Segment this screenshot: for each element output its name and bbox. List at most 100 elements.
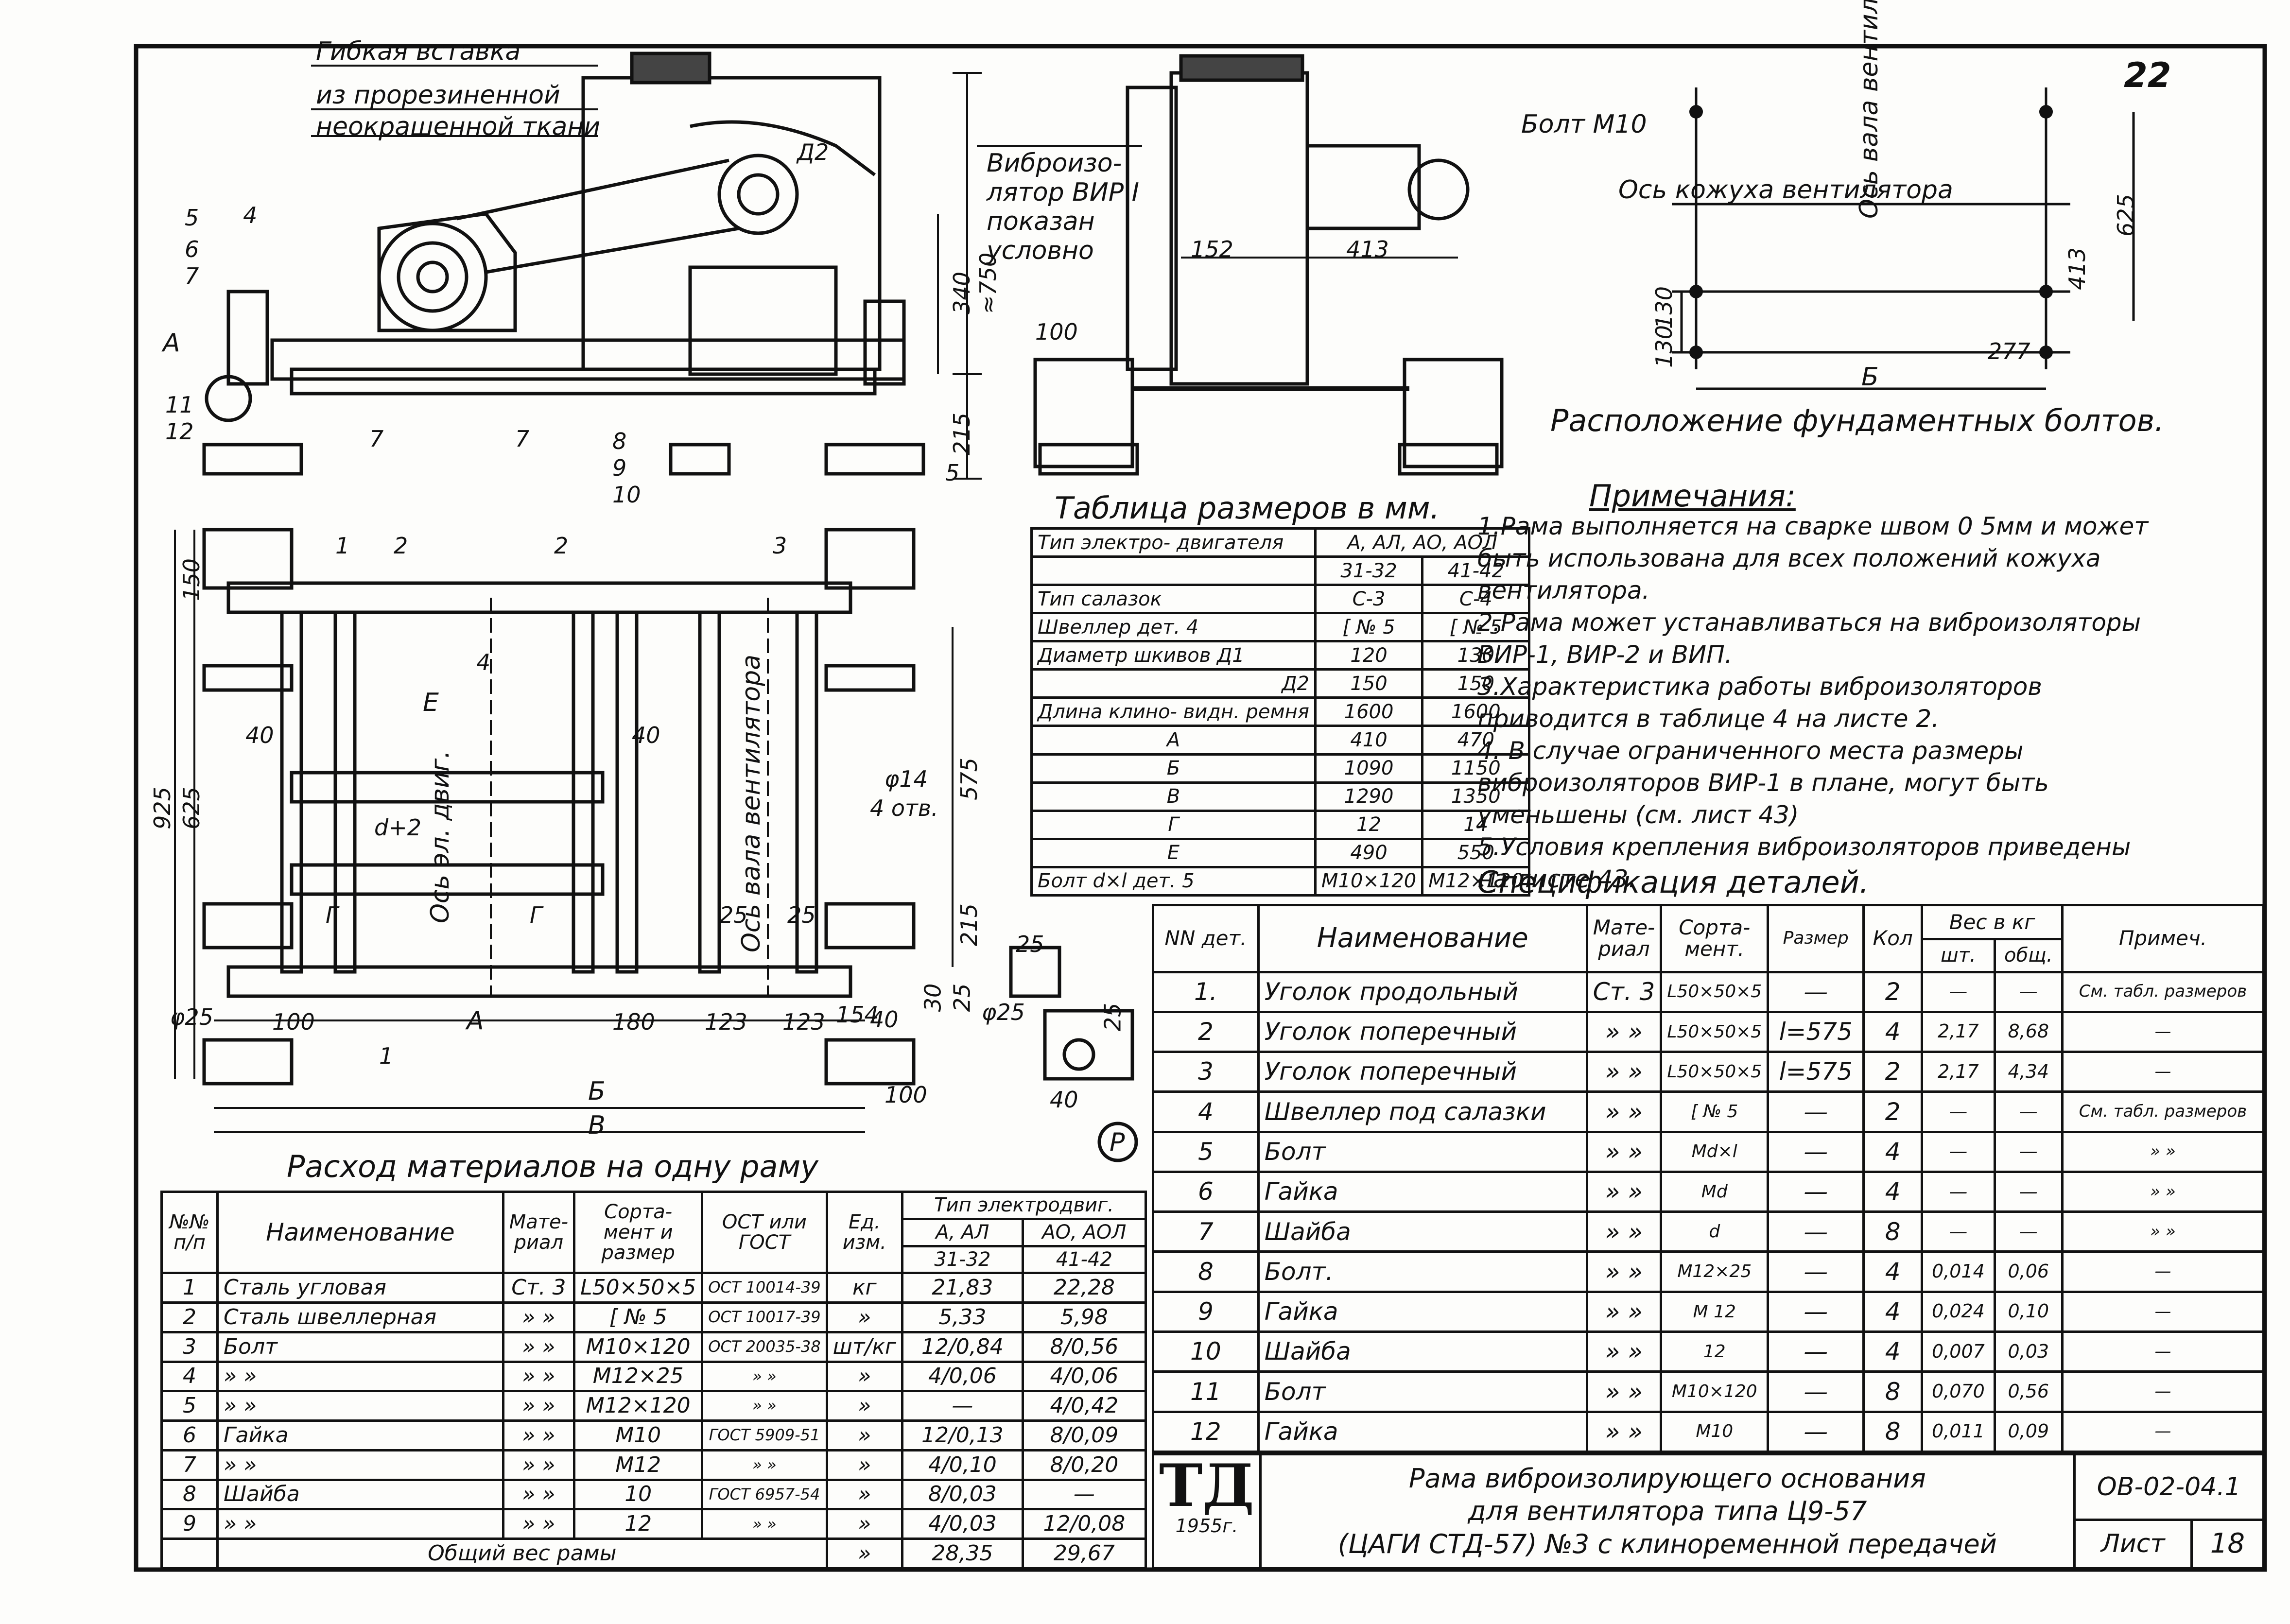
spec-cell: 8 <box>1862 1370 1924 1413</box>
spec-cell: Ст. 3 <box>1585 970 1663 1013</box>
materials-cell: 5 <box>160 1390 219 1422</box>
materials-cell: » » <box>701 1390 828 1422</box>
spec-cell: » » <box>2061 1210 2265 1253</box>
notes-title: Примечания: <box>1589 478 1796 514</box>
dim-25e: 25 <box>1099 1002 1126 1032</box>
materials-cell: » » <box>216 1449 504 1481</box>
mat-h-type: Тип электродвиг. <box>901 1191 1147 1220</box>
materials-cell: М12 <box>573 1449 704 1481</box>
fan-drum <box>1169 71 1309 386</box>
materials-cell: » » <box>701 1449 828 1481</box>
materials-cell: » » <box>701 1508 828 1540</box>
sheet-frame <box>134 44 2267 1572</box>
spec-cell: См. табл. размеров <box>2061 970 2265 1013</box>
st-r8c0: Б <box>1030 753 1317 784</box>
st-r10c0: Г <box>1030 809 1317 840</box>
mat-h-no: №№ п/п <box>160 1190 219 1275</box>
st-r2c2: С-4 <box>1421 584 1531 615</box>
isolator-label-2: лятор ВИР I <box>987 178 1139 207</box>
callout-7b: 7 <box>369 426 384 452</box>
spec-cell: 0,011 <box>1921 1410 1996 1453</box>
spec-cell: » » <box>1585 1170 1663 1213</box>
materials-cell: 10 <box>573 1478 704 1511</box>
st-r6c0: Длина клино- видн. ремня <box>1030 696 1317 727</box>
note-2: 2.Рама может устанавливаться на виброизо… <box>1477 608 2141 669</box>
materials-cell: » » <box>216 1360 504 1393</box>
spec-cell: Гайка <box>1257 1410 1588 1453</box>
detail-mark-R: Р <box>1110 1128 1125 1157</box>
dim-215: 215 <box>948 413 975 455</box>
st-r4c2: 130 <box>1421 640 1531 671</box>
mat-h-sort: Сорта- мент и размер <box>573 1190 704 1275</box>
spec-cell: 11 <box>1152 1370 1260 1413</box>
spec-cell: » » <box>1585 1051 1663 1093</box>
callout-9: 9 <box>612 455 627 481</box>
materials-cell: 8/0,09 <box>1021 1419 1147 1451</box>
materials-cell: » » <box>502 1419 576 1451</box>
spec-cell: — <box>2061 1330 2265 1373</box>
materials-cell: [ № 5 <box>573 1301 704 1333</box>
spec-h-weight: Вес в кг <box>1921 903 2064 941</box>
flex-insert-label-2: из прорезиненной <box>316 81 560 110</box>
materials-cell: 3 <box>160 1330 219 1363</box>
materials-cell: » » <box>502 1301 576 1333</box>
st-r4c1: 120 <box>1314 640 1424 671</box>
spec-cell: 2 <box>1152 1010 1260 1054</box>
spec-cell: 9 <box>1152 1290 1260 1333</box>
title-line-3: (ЦАГИ СТД-57) №3 с клиноременной передач… <box>1337 1528 1997 1559</box>
spec-cell: l=575 <box>1767 1051 1865 1093</box>
spec-title: Спецификация деталей. <box>1477 864 1869 900</box>
dim-130a: 130 <box>1650 286 1677 329</box>
materials-cell: Шайба <box>216 1478 504 1511</box>
spec-cell: 4 <box>1152 1090 1260 1133</box>
st-r12c2: М12×120 <box>1421 865 1531 897</box>
dim-25c: 25 <box>949 983 975 1012</box>
spec-cell: — <box>1767 1130 1865 1173</box>
materials-cell: 6 <box>160 1419 219 1451</box>
materials-cell: 22,28 <box>1021 1272 1147 1304</box>
materials-cell: » <box>825 1478 904 1511</box>
isolator-label-4: условно <box>987 236 1094 265</box>
st-r0c0: Тип электро- двигателя <box>1030 527 1317 558</box>
callout-10: 10 <box>612 482 641 508</box>
materials-cell: » » <box>502 1330 576 1363</box>
st-r5c0: Д2 <box>1030 668 1317 699</box>
spec-cell: — <box>1767 1250 1865 1293</box>
materials-cell: 4/0,03 <box>901 1508 1024 1540</box>
materials-cell: 12/0,13 <box>901 1419 1024 1451</box>
spec-cell: — <box>2061 1290 2265 1333</box>
materials-cell: » <box>825 1360 904 1393</box>
spec-cell: 6 <box>1152 1170 1260 1213</box>
materials-cell: ОСТ 20035-38 <box>701 1330 828 1363</box>
materials-cell: 5,33 <box>901 1301 1024 1333</box>
spec-cell: 8 <box>1152 1250 1260 1293</box>
spec-cell: 4 <box>1862 1010 1924 1054</box>
title-block: ТД 1955г. Рама виброизолирующего основан… <box>1152 1453 2265 1570</box>
dim-25b: 25 <box>787 902 816 928</box>
st-r10c1: 12 <box>1314 809 1424 840</box>
dim-100a: 100 <box>272 1009 315 1035</box>
spec-cell: — <box>2061 1370 2265 1413</box>
dim-phi25b: φ25 <box>982 999 1025 1025</box>
dim-40a: 40 <box>245 722 274 748</box>
materials-cell: 8/0,20 <box>1021 1449 1147 1481</box>
dim-E: Е <box>423 688 439 717</box>
front-view <box>977 54 1504 476</box>
dim-phi25a: φ25 <box>170 1004 213 1030</box>
td-logo: ТД <box>1159 1451 1254 1520</box>
spec-cell: Гайка <box>1257 1290 1588 1333</box>
materials-cell: » <box>825 1301 904 1333</box>
spec-cell: Уголок продольный <box>1257 970 1588 1013</box>
st-r1c2: 41-42 <box>1421 555 1531 587</box>
spec-cell: — <box>1767 1410 1865 1453</box>
spec-cell: — <box>1767 1170 1865 1213</box>
title-cell: Рама виброизолирующего основания для вен… <box>1259 1453 2076 1570</box>
spec-cell: 0,024 <box>1921 1290 1996 1333</box>
